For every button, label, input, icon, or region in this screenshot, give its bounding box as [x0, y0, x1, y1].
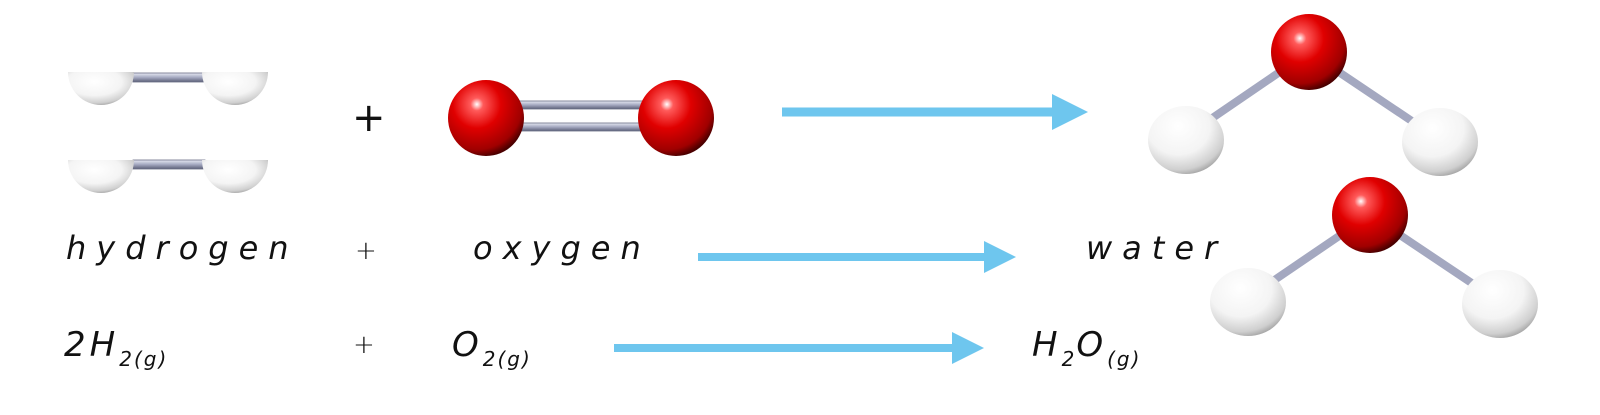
- coefficient: 2: [64, 325, 90, 365]
- plus-sign-molecules: +: [352, 95, 386, 141]
- hydrogen-atom: [68, 72, 134, 105]
- element-symbol: O: [1076, 325, 1108, 365]
- element-symbol: H: [89, 325, 120, 365]
- h2-bond: [132, 159, 206, 170]
- h2-bond: [132, 72, 206, 83]
- subscript: 2(g): [119, 347, 169, 371]
- element-symbol: O: [452, 325, 483, 365]
- subscript: 2(g): [482, 347, 532, 371]
- o2-double-bond-bottom: [509, 122, 656, 132]
- word-oxygen: oxygen: [473, 229, 651, 267]
- hydrogen-molecule-1: [68, 72, 268, 105]
- formula-water: H2O(g): [1032, 325, 1141, 369]
- word-water: water: [1086, 229, 1228, 267]
- water-molecule-2: [1210, 177, 1538, 338]
- hydrogen-atom: [202, 72, 268, 105]
- oxygen-atom: [1271, 14, 1347, 90]
- oxygen-molecule: [448, 80, 714, 156]
- hydrogen-atom: [1462, 270, 1538, 338]
- hydrogen-atom: [1402, 108, 1478, 176]
- plus-sign-words: +: [355, 236, 377, 266]
- element-symbol: H: [1032, 325, 1062, 365]
- hydrogen-atom: [68, 160, 134, 193]
- o2-double-bond-top: [509, 100, 656, 110]
- hydrogen-molecule-2: [68, 159, 268, 193]
- formula-hydrogen: 2H2(g): [64, 325, 168, 369]
- oxygen-atom: [448, 80, 524, 156]
- oxygen-atom: [638, 80, 714, 156]
- water-molecule-1: [1148, 14, 1478, 176]
- plus-sign-formula: +: [353, 330, 375, 360]
- subscript: (g): [1107, 347, 1142, 371]
- subscript: 2: [1061, 347, 1077, 371]
- hydrogen-atom: [1148, 106, 1224, 174]
- word-hydrogen: hydrogen: [66, 229, 299, 267]
- formula-oxygen: O2(g): [452, 325, 532, 369]
- oxygen-atom: [1332, 177, 1408, 253]
- hydrogen-atom: [1210, 268, 1286, 336]
- hydrogen-atom: [202, 160, 268, 193]
